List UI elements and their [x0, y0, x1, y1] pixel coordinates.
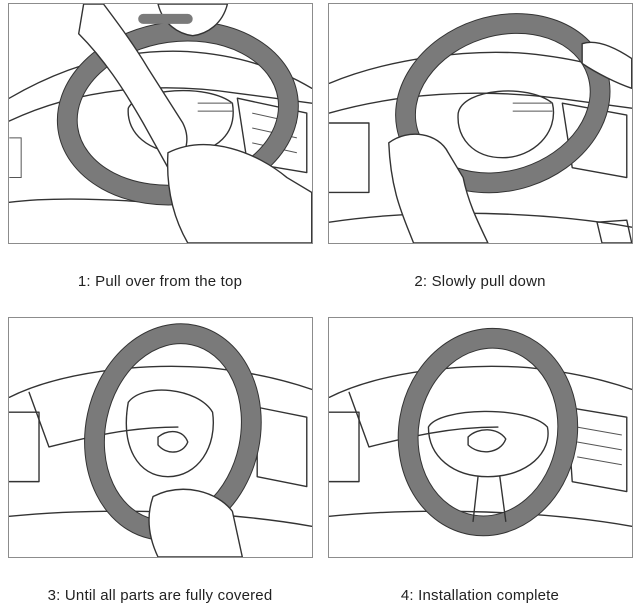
step-3-illustration: [9, 323, 312, 557]
step-1-panel: [8, 3, 313, 244]
step-2-illustration: [329, 13, 632, 243]
step-2-panel: [328, 3, 633, 244]
step-3-caption: 3: Until all parts are fully covered: [47, 587, 273, 604]
step-2-caption: 2: Slowly pull down: [414, 273, 546, 290]
step-4-illustration: [329, 327, 632, 537]
step-1-illustration: [9, 4, 312, 243]
step-4-panel: [328, 317, 633, 558]
step-1-caption: 1: Pull over from the top: [77, 273, 243, 290]
step-3-panel: [8, 317, 313, 558]
step-4-caption: 4: Installation complete: [400, 587, 560, 604]
